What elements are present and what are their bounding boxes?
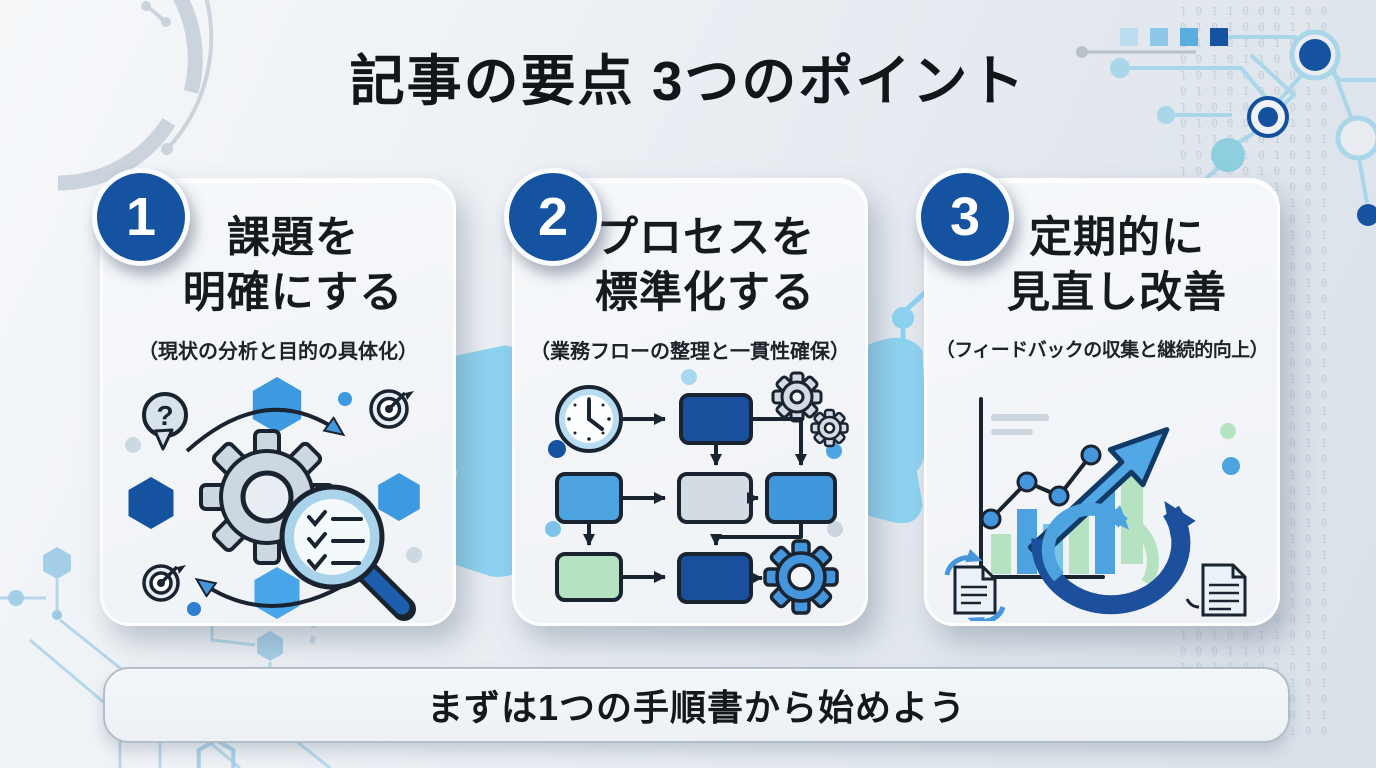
- gear-icon: [763, 539, 839, 615]
- page-title: 記事の要点 3つのポイント: [349, 50, 1027, 112]
- gear-icon: [771, 371, 823, 423]
- card-1-heading: 課題を 明確にする: [141, 211, 445, 321]
- flowchart-illustration: [545, 369, 849, 615]
- flow-box: [555, 472, 623, 524]
- hexagon-icon: [254, 567, 300, 619]
- refresh-cycle-icon: [1031, 501, 1196, 615]
- growth-cycle-illustration: [944, 397, 1247, 621]
- magnifier-checklist-icon: [279, 484, 416, 621]
- gear-magnifier-illustration: ?: [125, 377, 422, 621]
- flow-box: [679, 393, 753, 445]
- point-card-1: 1 課題を 明確にする （現状の分析と目的の具体化）: [92, 168, 456, 626]
- target-icon: [369, 389, 414, 429]
- flow-box: [555, 552, 623, 602]
- card-2-heading-line1: プロセスを: [595, 214, 815, 262]
- card-1-heading-line2: 明確にする: [182, 269, 404, 318]
- target-icon: [142, 564, 186, 602]
- document-icon: [1185, 563, 1247, 617]
- flow-box: [765, 472, 837, 524]
- card-2-heading: プロセスを 標準化する: [553, 211, 857, 321]
- card-2-heading-line2: 標準化する: [595, 269, 815, 318]
- cycle-arrow-icon: [185, 407, 341, 453]
- document-sync-icon: [944, 549, 1006, 621]
- line-chart-icon: [980, 444, 1102, 530]
- card-2-subtitle: （業務フローの整理と一貫性確保）: [530, 341, 850, 364]
- svg-text:?: ?: [156, 400, 173, 431]
- hexagon-icon: [128, 477, 174, 529]
- card-3-subtitle: （フィードバックの収集と継続的向上）: [935, 340, 1269, 362]
- card-3-heading-line2: 見直し改善: [1007, 269, 1227, 318]
- flow-box: [677, 472, 753, 524]
- hexagon-icon: [378, 473, 420, 521]
- card-3-number-badge: 3: [916, 168, 1014, 266]
- card-1-number-badge: 1: [92, 168, 190, 266]
- card-1-heading-line1: 課題を: [227, 214, 359, 262]
- footer-text: まずは1つの手順書から始めよう: [426, 687, 967, 728]
- flow-box: [677, 552, 753, 604]
- card-2-number-badge: 2: [504, 168, 602, 266]
- hexagon-icon: [252, 377, 302, 433]
- card-3-heading-line1: 定期的に: [1029, 214, 1205, 262]
- footer-banner: まずは1つの手順書から始めよう: [103, 667, 1290, 743]
- point-card-2: 2 プロセスを 標準化する （業務フローの整理と一貫性確保）: [504, 168, 868, 626]
- card-3-heading: 定期的に 見直し改善: [965, 211, 1269, 321]
- card-1-subtitle: （現状の分析と目的の具体化）: [138, 341, 418, 364]
- point-card-3: 3 定期的に 見直し改善 （フィードバックの収集と継続的向上）: [916, 168, 1280, 626]
- gear-icon: [810, 408, 849, 448]
- clock-icon: [555, 385, 623, 453]
- question-bubble-icon: ?: [142, 392, 188, 451]
